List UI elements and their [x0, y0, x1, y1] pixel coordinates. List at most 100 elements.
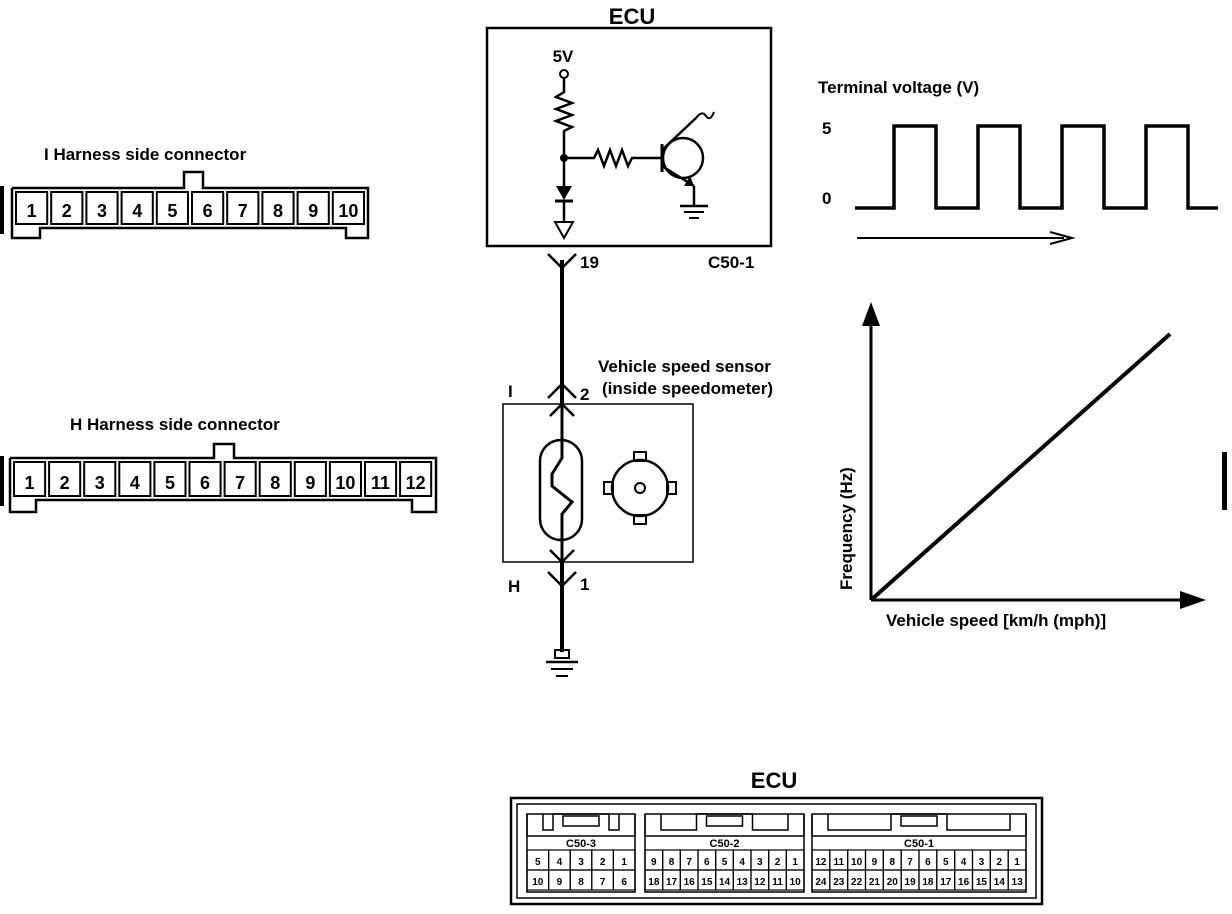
c50-1-pin-label: 14 — [994, 877, 1006, 888]
connector-i-pin-cell — [120, 191, 154, 225]
connector-i-pin-cell — [50, 191, 84, 225]
c50-3-pin-label: 6 — [621, 877, 627, 888]
c50-2-pin-label: 16 — [684, 877, 696, 888]
c50-1-pin-label: 1 — [1014, 857, 1020, 868]
connector-i-pin-label: 4 — [132, 201, 142, 221]
connector-h-label: H Harness side connector — [70, 415, 280, 434]
c50-2-pin-label: 9 — [651, 857, 657, 868]
c50-3-label: C50-3 — [566, 838, 596, 850]
connector-h-pin-cell — [118, 461, 152, 497]
connector-i-pin-cell — [15, 191, 49, 225]
c50-1-pin-label: 17 — [940, 877, 952, 888]
c50-2-pin-cell — [785, 869, 805, 891]
sensor-pin-top: 2 — [580, 385, 589, 404]
c50-2-pin-label: 17 — [666, 877, 678, 888]
c50-2-pin-label: 11 — [772, 877, 783, 888]
connector-h-pin-cell — [258, 461, 292, 497]
connector-h-pin-cell — [48, 461, 82, 497]
connector-i-pin-label: 8 — [273, 201, 283, 221]
connector-h-tag: H — [508, 577, 520, 596]
connector-i-pin-cell — [296, 191, 330, 225]
connector-h-pin-label: 6 — [200, 473, 210, 493]
c50-1-pin-label: 8 — [889, 857, 895, 868]
c50-2-pin-label: 2 — [775, 857, 781, 868]
c50-1-label: C50-1 — [904, 838, 934, 850]
c50-1-pin-label: 23 — [833, 877, 845, 888]
c50-3-pin-label: 5 — [535, 857, 541, 868]
terminal-voltage-waveform: Terminal voltage (V) 5 0 — [818, 78, 1218, 245]
freq-ylabel: Frequency (Hz) — [837, 467, 856, 590]
connector-h-pin-label: 12 — [406, 473, 426, 493]
c50-2-pin-label: 3 — [757, 857, 763, 868]
c50-2-pin-label: 15 — [701, 877, 713, 888]
connector-h-pin-cell — [153, 461, 187, 497]
connector-h-pin-label: 3 — [95, 473, 105, 493]
c50-1-pin-label: 9 — [872, 857, 878, 868]
c50-2-label: C50-2 — [710, 838, 740, 850]
connector-i-pin-cell — [226, 191, 260, 225]
connector-h-pin-label: 1 — [25, 473, 35, 493]
c50-3-pin-label: 2 — [600, 857, 606, 868]
pullup-resistor — [552, 78, 576, 158]
supply-label: 5V — [553, 47, 574, 66]
connector-h-pin-label: 5 — [165, 473, 175, 493]
c50-3-pin-label: 10 — [532, 877, 544, 888]
connector-i-pin-label: 2 — [62, 201, 72, 221]
connector-h-pin-label: 4 — [130, 473, 140, 493]
waveform-low: 0 — [822, 189, 831, 208]
ecu-connector-label: C50-1 — [708, 253, 754, 272]
ecu-connector-outer — [509, 796, 1044, 906]
connector-h-pin-cell — [364, 461, 398, 497]
c50-1-pin-label: 21 — [869, 877, 881, 888]
c50-1-pin-label: 24 — [815, 877, 827, 888]
connector-i-pin-cell — [331, 191, 365, 225]
c50-3-pin-label: 7 — [600, 877, 606, 888]
connector-i-pin-cell — [261, 191, 295, 225]
c50-2-pin-label: 10 — [790, 877, 802, 888]
c50-3-pin-cell — [612, 869, 636, 891]
c50-2-pin-label: 6 — [704, 857, 710, 868]
connector-h-pin-label: 11 — [371, 473, 390, 493]
c50-2-pin-label: 4 — [739, 857, 745, 868]
c50-2-pin-label: 13 — [737, 877, 749, 888]
c50-1-pin-label: 19 — [905, 877, 917, 888]
connector-h-pin-cell — [328, 461, 362, 497]
linear-response-line — [869, 332, 1172, 602]
connector-h-pin-label: 2 — [60, 473, 70, 493]
connector-h-pin-cell — [399, 461, 433, 497]
c50-3-pin-label: 8 — [578, 877, 584, 888]
ecu-pin-label: 19 — [580, 253, 599, 272]
waveform-high: 5 — [822, 119, 831, 138]
c50-2-pin-label: 5 — [722, 857, 728, 868]
c50-1-pin-label: 4 — [961, 857, 967, 868]
c50-1-pin-cell — [1007, 869, 1027, 891]
connector-i-pin-label: 6 — [203, 201, 213, 221]
connector-h-housing — [8, 442, 438, 514]
c50-3-pin-label: 4 — [557, 857, 563, 868]
c50-1-pin-label: 16 — [958, 877, 970, 888]
freq-xlabel: Vehicle speed [km/h (mph)] — [886, 611, 1106, 630]
page-edge-mark — [1222, 452, 1227, 510]
c50-1-pin-label: 15 — [976, 877, 988, 888]
sensor-label-2: (inside speedometer) — [602, 379, 773, 398]
c50-3-pin-label: 1 — [621, 857, 627, 868]
c50-3-pin-label: 3 — [578, 857, 584, 868]
c50-1-pin-label: 11 — [833, 857, 844, 868]
connector-i-pin-label: 1 — [27, 201, 37, 221]
c50-1-pin-label: 6 — [925, 857, 931, 868]
connector-i-pin-label: 10 — [338, 201, 358, 221]
c50-1-pin-label: 2 — [996, 857, 1002, 868]
connector-i-pin-cell — [155, 191, 190, 225]
c50-1-pin-label: 10 — [851, 857, 863, 868]
sensor-label-1: Vehicle speed sensor — [598, 357, 771, 376]
connector-i-pin-label: 3 — [97, 201, 107, 221]
connector-h-pin-label: 8 — [270, 473, 280, 493]
c50-2-pin-label: 8 — [669, 857, 675, 868]
connector-i-tag: I — [508, 382, 513, 401]
c50-2-pin-label: 12 — [754, 877, 766, 888]
connector-h-pin-cell — [293, 461, 327, 497]
connector-i-pin-label: 7 — [238, 201, 248, 221]
diode-icon — [556, 186, 572, 200]
